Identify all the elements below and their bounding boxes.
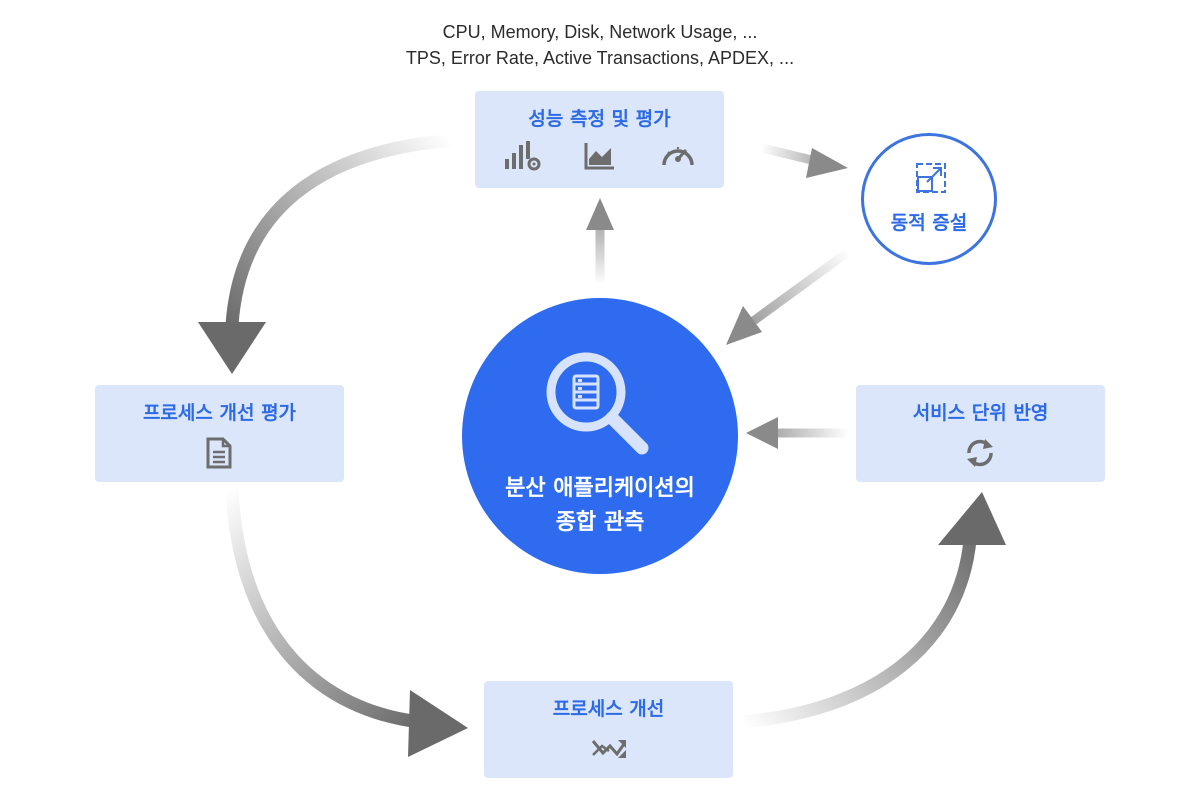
arrowhead-center-from-deploy <box>746 417 778 449</box>
deploy-title: 서비스 단위 반영 <box>912 402 1049 424</box>
search-database-icon <box>546 352 649 455</box>
expand-box-icon <box>916 163 946 193</box>
metrics-caption-line2: TPS, Error Rate, Active Transactions, AP… <box>405 48 795 68</box>
deploy-card: 서비스 단위 반영 <box>856 385 1105 482</box>
scale-node: 동적 증설 <box>861 133 997 265</box>
measure-card: 성능 측정 및 평가 <box>475 91 724 188</box>
arrow-evaluate-to-improve <box>225 489 421 729</box>
arrowhead-evaluate <box>198 322 266 374</box>
arrow-improve-to-deploy <box>741 539 977 729</box>
evaluate-title: 프로세스 개선 평가 <box>142 402 297 424</box>
improve-title: 프로세스 개선 <box>552 698 665 720</box>
speedometer-icon <box>662 147 694 166</box>
improve-card: 프로세스 개선 <box>484 681 733 778</box>
center-node: 분산 애플리케이션의 종합 관측 <box>462 298 738 574</box>
trend-shuffle-icon <box>591 740 626 758</box>
refresh-icon <box>967 439 993 467</box>
measure-title: 성능 측정 및 평가 <box>528 108 671 130</box>
center-title-line2: 종합 관측 <box>555 510 645 535</box>
document-icon <box>206 437 232 469</box>
arrowhead-scale <box>806 148 848 178</box>
area-chart-icon <box>584 143 614 170</box>
arrow-scale-to-center <box>749 248 851 326</box>
center-title-line1: 분산 애플리케이션의 <box>505 476 695 501</box>
arrow-measure-to-evaluate <box>225 133 456 326</box>
arrowhead-measure <box>586 198 614 230</box>
metrics-caption-line1: CPU, Memory, Disk, Network Usage, ... <box>442 22 758 42</box>
evaluate-card: 프로세스 개선 평가 <box>95 385 344 482</box>
scale-title: 동적 증설 <box>890 212 968 234</box>
arrowhead-center-from-scale <box>726 306 762 345</box>
arrowhead-improve <box>408 690 468 757</box>
arrowhead-deploy <box>938 492 1006 545</box>
bar-chart-gear-icon <box>505 141 541 171</box>
